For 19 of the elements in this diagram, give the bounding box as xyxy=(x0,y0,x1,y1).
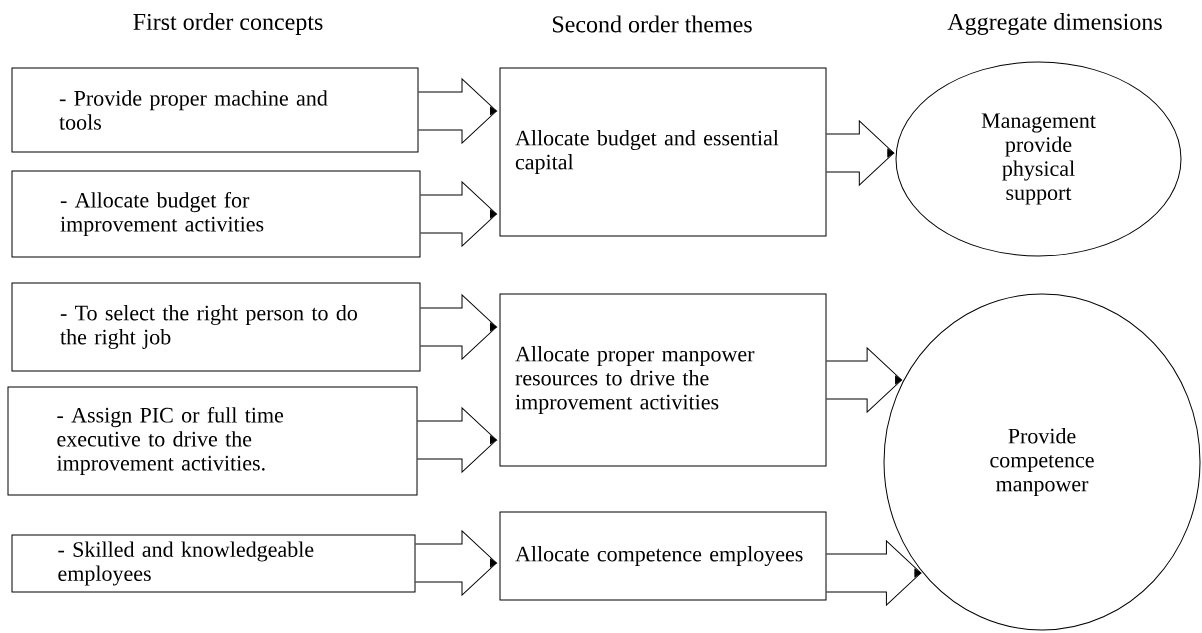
concept-box: - Skilled and knowledgeable employees xyxy=(11,534,416,593)
block-arrow xyxy=(415,530,497,596)
column-heading: Aggregate dimensions xyxy=(947,13,1162,35)
theme-box: Allocate budget and essential capital xyxy=(499,67,827,237)
concept-box: - Allocate budget for improvement activities xyxy=(11,170,421,258)
concept-box: - Assign PIC or full time executive to drive the improvement activities. xyxy=(7,386,418,496)
block-arrow xyxy=(417,407,497,473)
theme-box: Allocate proper manpower resources to drive the improvement activities xyxy=(499,293,827,467)
block-arrow xyxy=(826,347,902,413)
concept-box: - Provide proper machine and tools xyxy=(11,67,419,153)
column-heading: Second order themes xyxy=(552,15,752,33)
column-heading: First order concepts xyxy=(133,13,323,35)
theme-box: Allocate competence employees xyxy=(499,511,827,601)
block-arrow xyxy=(420,181,497,247)
block-arrow xyxy=(418,78,497,144)
block-arrow xyxy=(826,540,922,606)
concept-box: - To select the right person to do the right job xyxy=(11,282,421,372)
block-arrow xyxy=(420,294,497,360)
block-arrow xyxy=(826,120,895,186)
